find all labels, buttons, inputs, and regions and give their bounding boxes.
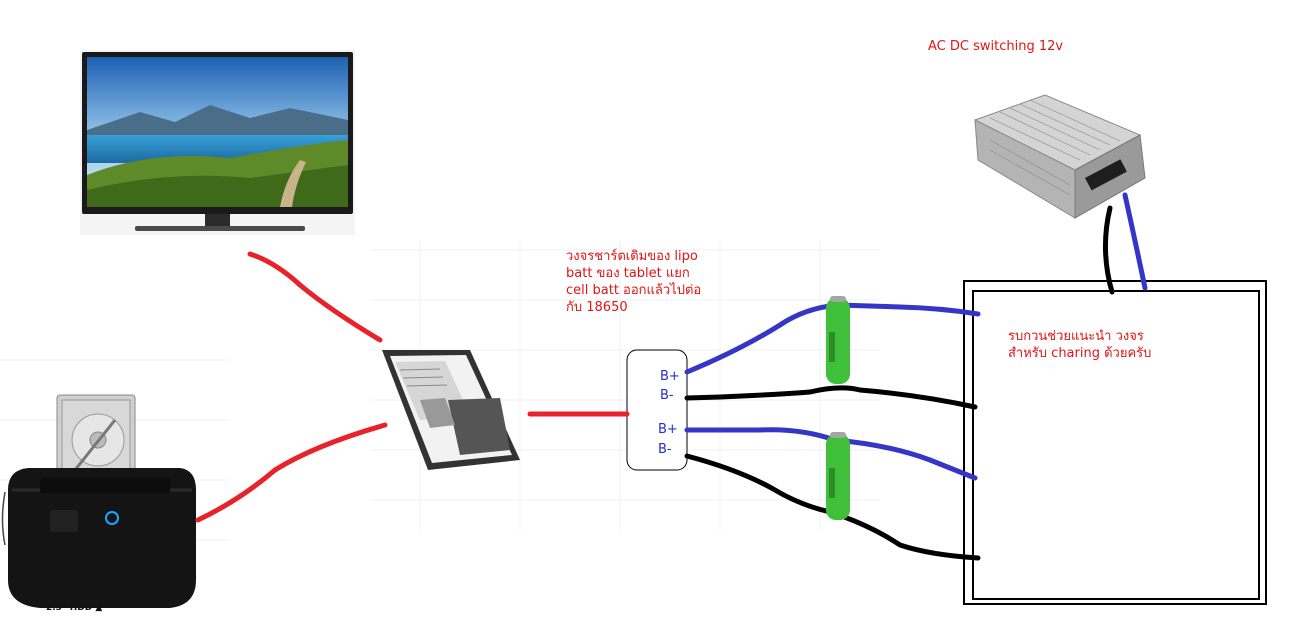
blue-wire-bplus-2: [684, 427, 978, 481]
black-wire-bminus-1: [684, 385, 978, 410]
tablet-icon: [382, 350, 520, 470]
request-note-line: สำหรับ charing ด้วยครับ: [1008, 346, 1152, 361]
charger-note-line: วงจรชาร์ตเดิมของ lipo: [566, 249, 698, 264]
request-note: รบกวนช่วยแนะนำ วงจร สำหรับ charing ด้วยค…: [1008, 328, 1151, 362]
tv-icon: [80, 50, 355, 235]
pin-bminus-1: B-: [660, 388, 674, 403]
charger-board: [626, 349, 688, 471]
red-wire-tv: [247, 251, 383, 343]
charger-note: วงจรชาร์ตเดิมของ lipo batt ของ tablet แย…: [566, 248, 701, 316]
charger-note-line: batt ของ tablet แยก: [566, 266, 690, 281]
charger-note-line: กับ 18650: [566, 300, 628, 315]
charger-note-line: cell batt ออกแล้วไปต่อ: [566, 283, 702, 298]
battery-18650-icon: [826, 432, 850, 520]
load-box: [963, 280, 1267, 605]
psu-title: AC DC switching 12v: [928, 39, 1064, 54]
blue-wire-psu: [1122, 192, 1148, 291]
battery-18650-icon: [826, 296, 850, 384]
blue-wire-bplus-1: [684, 302, 981, 375]
request-note-line: รบกวนช่วยแนะนำ วงจร: [1008, 329, 1144, 344]
black-wire-psu: [1103, 205, 1115, 295]
power-supply-icon: [973, 94, 1146, 219]
pin-bplus-2: B+: [658, 422, 678, 437]
hdd-dock-icon: [1, 394, 196, 608]
pin-bplus-1: B+: [660, 369, 680, 384]
hdd-caption: 2.5" HDD ▲: [46, 603, 103, 613]
pin-bminus-2: B-: [658, 442, 672, 457]
red-wire-hdd: [195, 422, 388, 523]
